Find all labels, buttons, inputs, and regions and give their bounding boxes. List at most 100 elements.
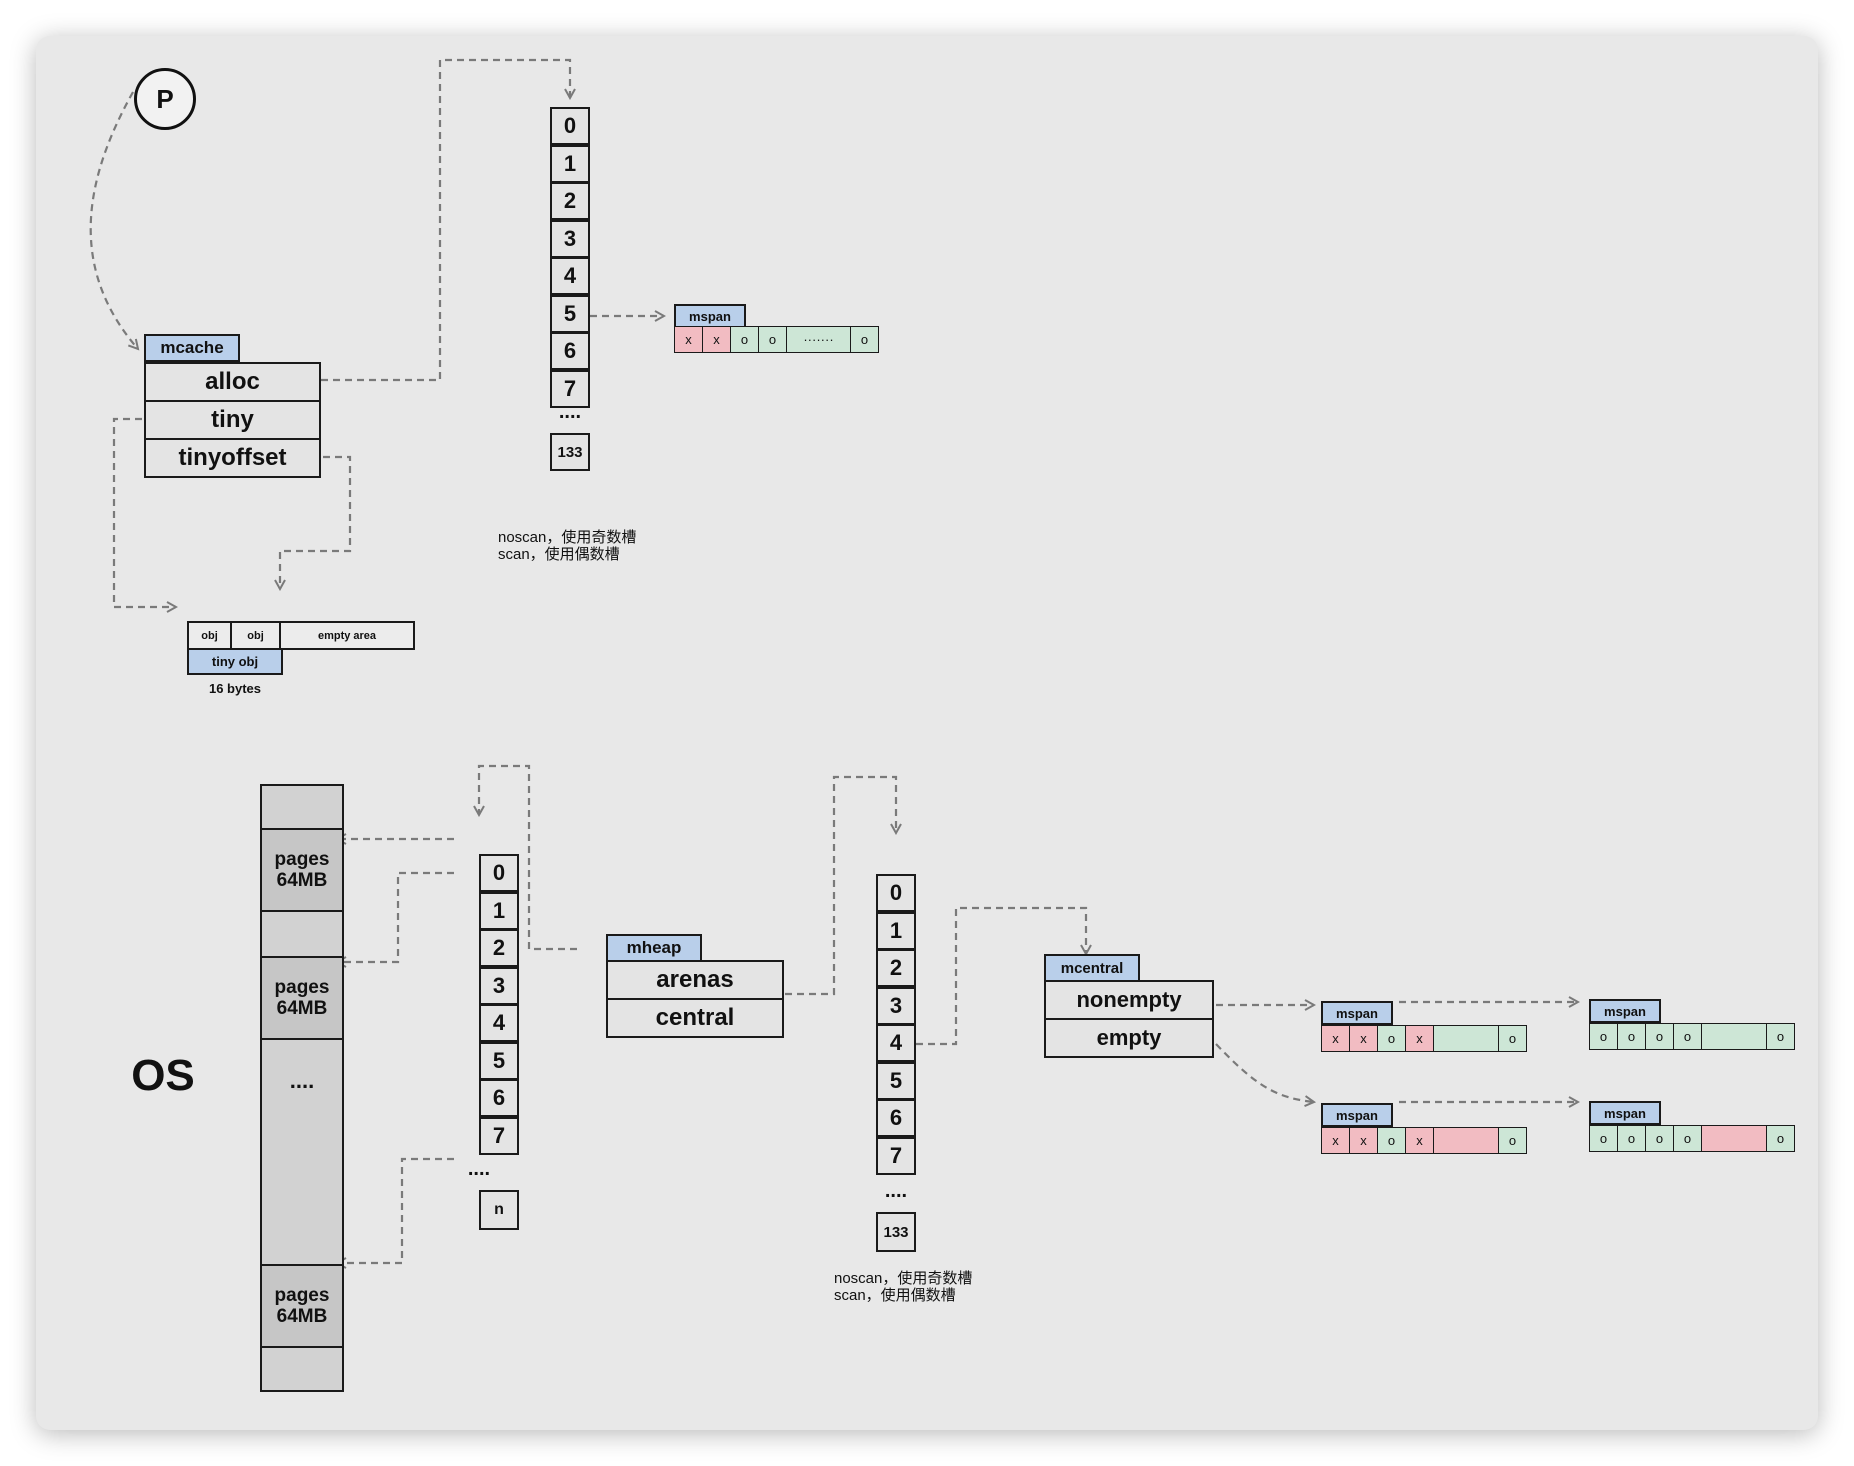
mcache-field-alloc: alloc (144, 362, 321, 402)
mcentral-mspan-2-slot-5: o (1498, 1127, 1527, 1154)
arrow-empty-to-span3 (1215, 1043, 1314, 1102)
os-label: OS (131, 1051, 195, 1100)
mcache-class-6: 6 (550, 332, 590, 370)
mcentral-mspan-3-slot-3: o (1673, 1125, 1702, 1152)
mcache-class-ellipsis: .... (558, 401, 582, 423)
mcache-class-7: 7 (550, 369, 590, 408)
mcentral-mspan-1-slot-5: o (1766, 1023, 1795, 1050)
mcache-tag: mcache (144, 334, 240, 362)
arenas-index-cell-6: 6 (479, 1079, 519, 1117)
arenas-index-cell-3: 3 (479, 966, 519, 1005)
central-class-last: 133 (876, 1212, 916, 1252)
mcache-class-last: 133 (550, 433, 590, 471)
arenas-index-cell-2: 2 (479, 929, 519, 967)
mcentral-mspan-1-slot-1: o (1617, 1023, 1646, 1050)
mcentral-tag: mcentral (1044, 954, 1140, 982)
mcentral-mspan-0-slot-2: o (1377, 1025, 1406, 1052)
mcentral-mspan-3-slot-5: o (1766, 1125, 1795, 1152)
arenas-index-ellipsis: .... (467, 1158, 491, 1180)
mcentral-mspan-0-slot-1: x (1349, 1025, 1378, 1052)
arrow-alloc-to-classes (321, 58, 570, 382)
mcache-class-5: 5 (550, 294, 590, 333)
mcentral-mspan-0-slot-4 (1433, 1025, 1499, 1052)
arenas-index-cell-1: 1 (479, 891, 519, 930)
arenas-index-cell-0: 0 (479, 854, 519, 892)
mheap-field-arenas: arenas (606, 960, 784, 1000)
tiny-block-size-label: 16 bytes (208, 681, 262, 696)
central-class-4: 4 (876, 1024, 916, 1062)
mcentral-mspan-3-slot-4 (1701, 1125, 1767, 1152)
mcache-field-tiny: tiny (144, 400, 321, 440)
central-class-1: 1 (876, 911, 916, 950)
mcentral-mspan-1-slot-3: o (1673, 1023, 1702, 1050)
mcentral-mspan-2-slot-1: x (1349, 1127, 1378, 1154)
mcentral-mspan-tag-3: mspan (1589, 1101, 1661, 1125)
arrow-central-to-classes (785, 775, 896, 996)
tiny-block-empty-area: empty area (279, 621, 415, 650)
mcentral-field-empty: empty (1044, 1018, 1214, 1058)
arenas-index-last: n (479, 1190, 519, 1230)
mheap-tag: mheap (606, 934, 702, 962)
arenas-index-cell-7: 7 (479, 1116, 519, 1155)
central-class-6: 6 (876, 1099, 916, 1137)
mcache-field-tinyoffset: tinyoffset (144, 438, 321, 478)
central-class-5: 5 (876, 1061, 916, 1100)
mcache-mspan-tag: mspan (674, 304, 746, 328)
arrow-tinyoffset-to-tinyblock (280, 455, 352, 589)
central-class-0: 0 (876, 874, 916, 912)
mheap-field-central: central (606, 998, 784, 1038)
mcache-mspan-slot-3: o (758, 326, 787, 353)
os-page-1: pages 64MB (260, 828, 344, 912)
mcache-mspan-slot-2: o (730, 326, 759, 353)
connector-layer (89, 58, 1818, 1430)
mcentral-field-nonempty: nonempty (1044, 980, 1214, 1020)
arrow-p-to-mcache (89, 91, 138, 349)
mcentral-mspan-0-slot-0: x (1321, 1025, 1350, 1052)
central-class-ellipsis: .... (884, 1180, 908, 1202)
central-class-7: 7 (876, 1136, 916, 1175)
central-class-3: 3 (876, 986, 916, 1025)
tiny-obj-tag: tiny obj (187, 648, 283, 675)
mcentral-mspan-0-slot-5: o (1498, 1025, 1527, 1052)
tiny-block-obj-1: obj (187, 621, 232, 650)
arenas-index-cell-5: 5 (479, 1041, 519, 1080)
central-note-scan: scan，使用偶数槽 (834, 1287, 956, 1304)
mcache-class-1: 1 (550, 144, 590, 183)
os-page-gap-top (260, 784, 344, 830)
mcache-note-noscan: noscan，使用奇数槽 (498, 529, 637, 546)
mcentral-mspan-tag-2: mspan (1321, 1103, 1393, 1127)
os-page-gap-2 (260, 910, 344, 958)
mcentral-mspan-2-slot-0: x (1321, 1127, 1350, 1154)
mcache-class-3: 3 (550, 219, 590, 258)
os-page-gap-bottom (260, 1346, 344, 1392)
mcache-mspan-slot-1: x (702, 326, 731, 353)
central-note-noscan: noscan，使用奇数槽 (834, 1270, 973, 1287)
mcache-mspan-slot-4: ······· (786, 326, 851, 353)
mcache-class-2: 2 (550, 182, 590, 220)
tiny-block-obj-2: obj (230, 621, 281, 650)
os-pages-ellipsis: .... (260, 1038, 344, 1266)
mcache-mspan-slot-0: x (674, 326, 703, 353)
mcentral-mspan-0-slot-3: x (1405, 1025, 1434, 1052)
mcentral-mspan-3-slot-1: o (1617, 1125, 1646, 1152)
mcentral-mspan-2-slot-2: o (1377, 1127, 1406, 1154)
mcache-note-scan: scan，使用偶数槽 (498, 546, 620, 563)
mcentral-mspan-tag-0: mspan (1321, 1001, 1393, 1025)
mcentral-mspan-tag-1: mspan (1589, 999, 1661, 1023)
mcentral-mspan-1-slot-2: o (1645, 1023, 1674, 1050)
mcentral-mspan-2-slot-3: x (1405, 1127, 1434, 1154)
mcentral-mspan-3-slot-0: o (1589, 1125, 1618, 1152)
mcentral-mspan-3-slot-2: o (1645, 1125, 1674, 1152)
arrow-n-to-page3 (337, 1157, 454, 1263)
mcentral-mspan-2-slot-4 (1433, 1127, 1499, 1154)
os-page-3: pages 64MB (260, 1264, 344, 1348)
mcache-class-4: 4 (550, 257, 590, 295)
arenas-index-cell-4: 4 (479, 1004, 519, 1042)
mcache-mspan-slot-5: o (850, 326, 879, 353)
os-page-2: pages 64MB (260, 956, 344, 1040)
arrow-class1-to-page2 (337, 871, 454, 962)
processor-p-node: P (134, 68, 196, 130)
mcache-class-0: 0 (550, 107, 590, 145)
central-class-2: 2 (876, 949, 916, 987)
